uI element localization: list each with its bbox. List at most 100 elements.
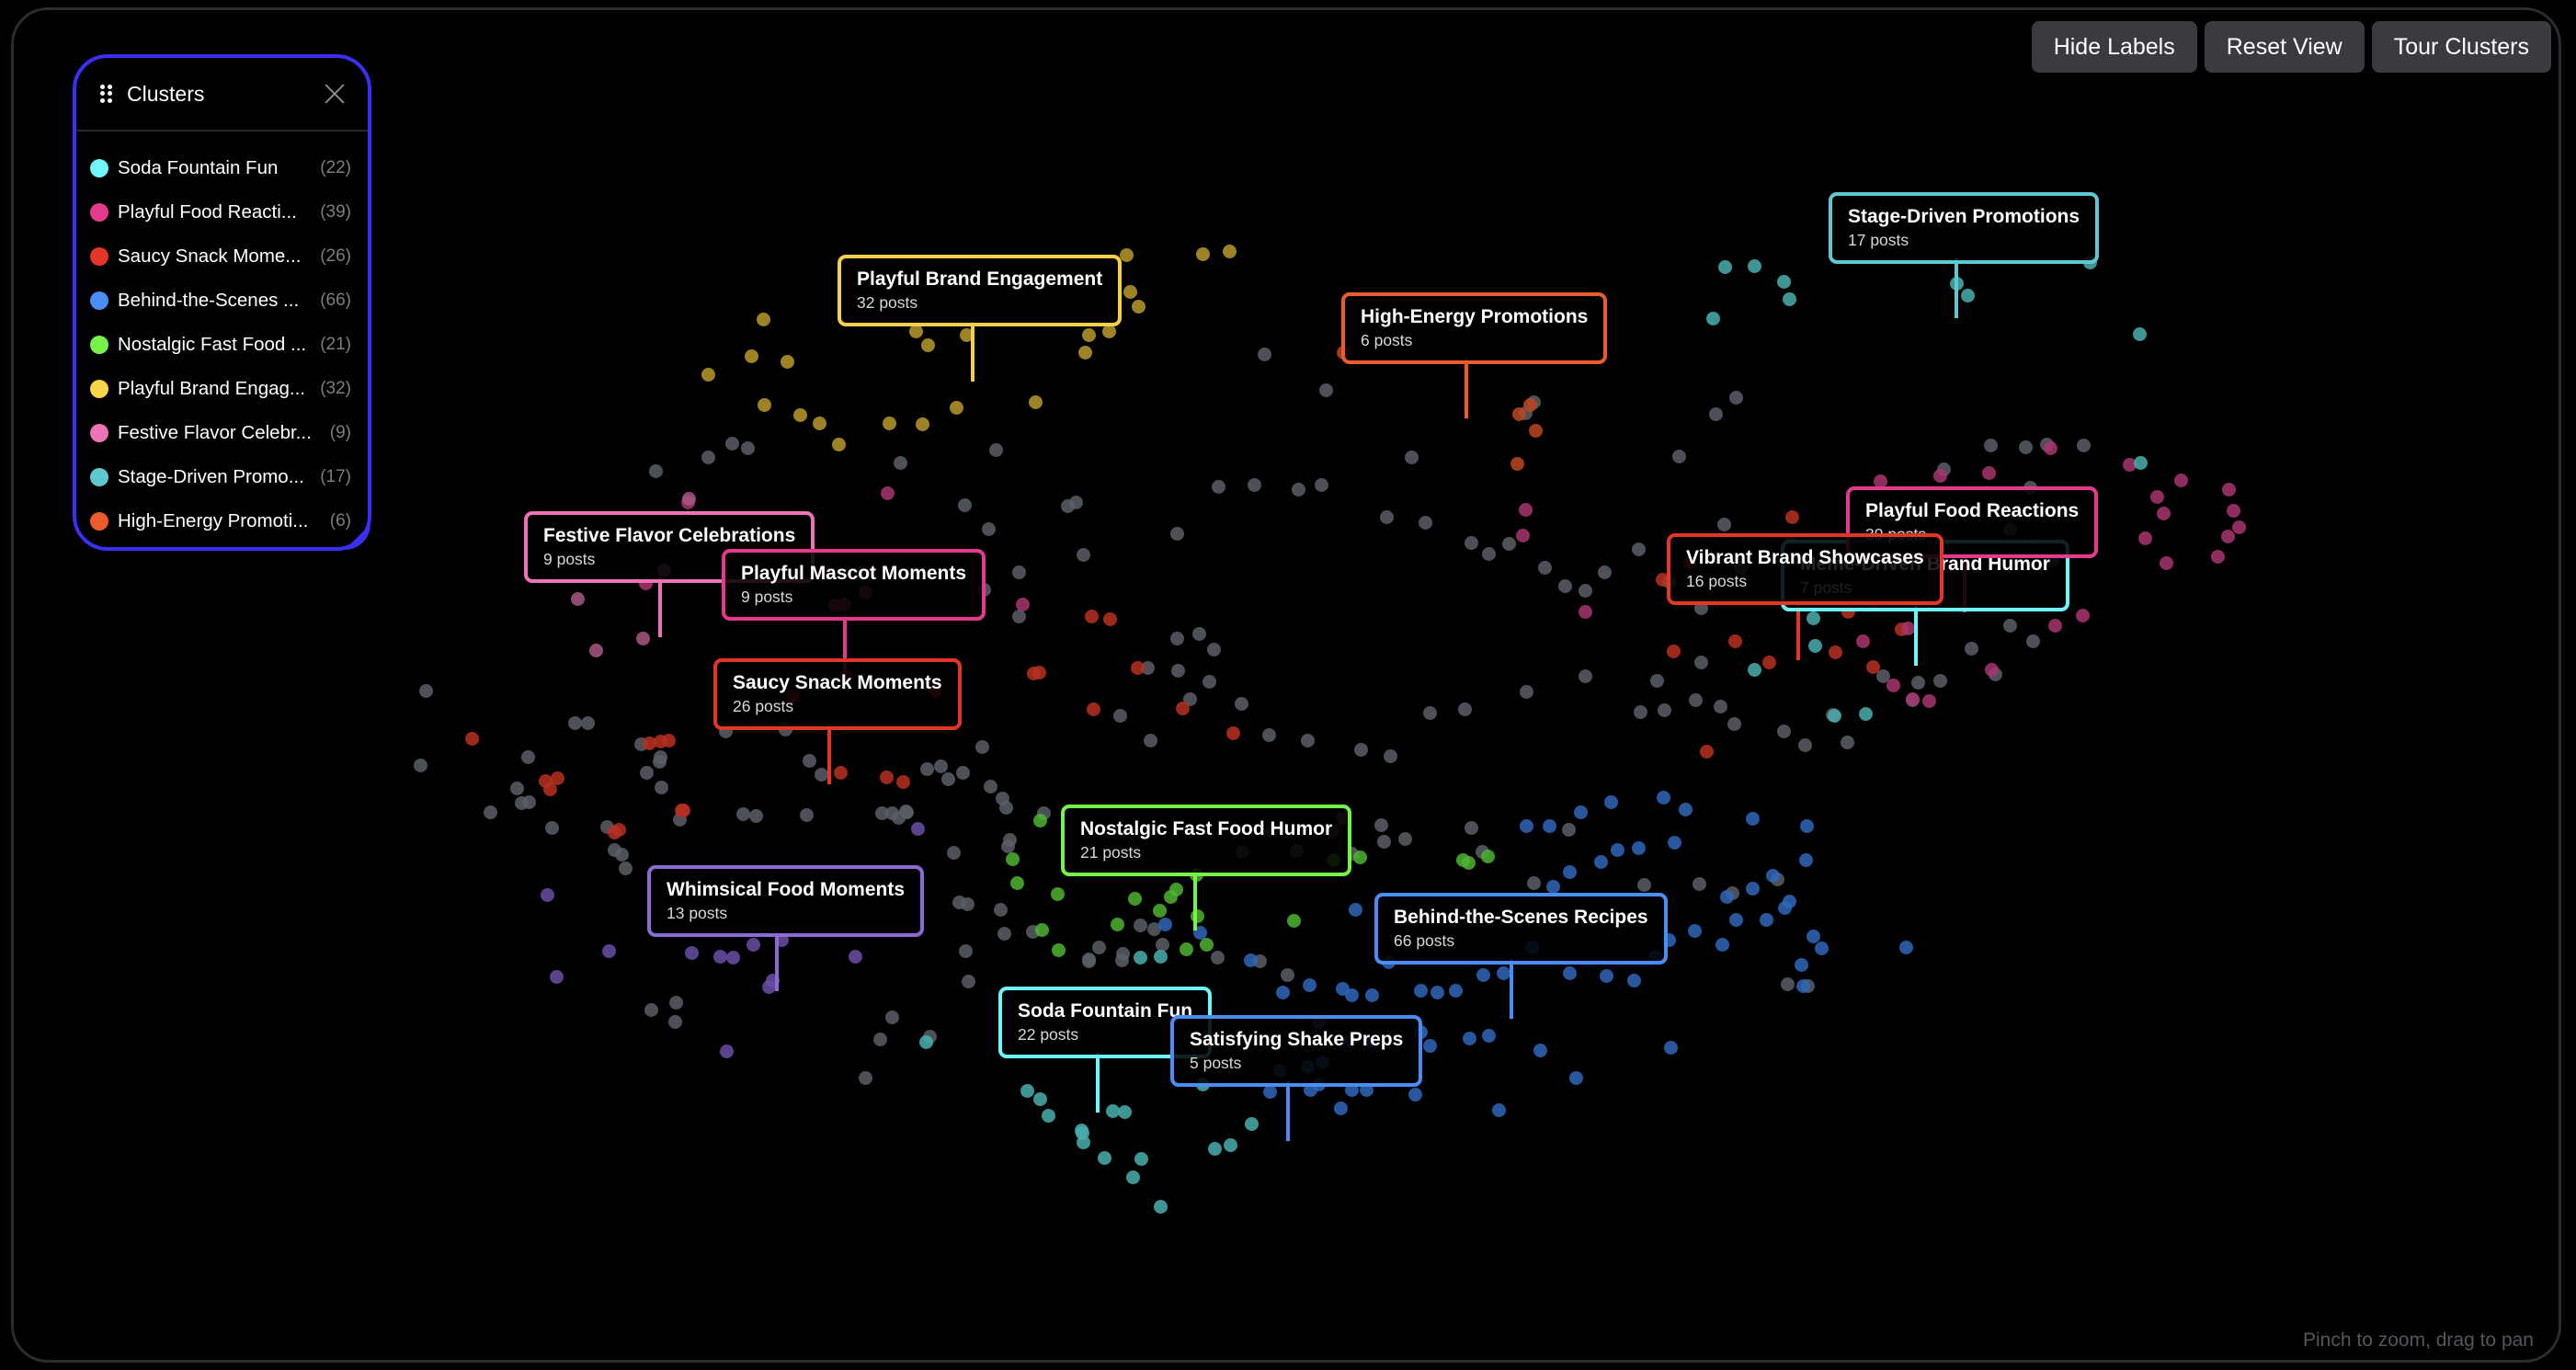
data-point[interactable]	[1157, 917, 1172, 931]
data-point[interactable]	[1610, 842, 1624, 857]
data-point[interactable]	[1522, 397, 1537, 412]
data-point[interactable]	[1715, 937, 1729, 952]
data-point[interactable]	[667, 1014, 682, 1029]
data-point[interactable]	[983, 779, 997, 793]
data-point[interactable]	[2075, 608, 2090, 622]
data-point[interactable]	[725, 950, 740, 965]
data-point[interactable]	[1207, 1141, 1222, 1156]
close-icon[interactable]	[324, 83, 346, 105]
data-point[interactable]	[1747, 258, 1761, 273]
data-point[interactable]	[2002, 618, 2017, 633]
data-point[interactable]	[644, 1002, 658, 1017]
data-point[interactable]	[884, 805, 899, 820]
data-point[interactable]	[1981, 465, 1996, 480]
data-point[interactable]	[1814, 941, 1829, 955]
data-point[interactable]	[1562, 965, 1577, 980]
data-point[interactable]	[955, 765, 970, 780]
data-point[interactable]	[993, 902, 1008, 917]
data-point[interactable]	[580, 715, 595, 730]
data-point[interactable]	[719, 1044, 734, 1058]
data-point[interactable]	[1984, 662, 1999, 677]
data-point[interactable]	[1461, 855, 1476, 870]
data-point[interactable]	[567, 715, 582, 730]
data-point[interactable]	[540, 887, 554, 902]
data-point[interactable]	[1130, 660, 1145, 675]
cluster-legend-item[interactable]: Behind-the-Scenes ...(66)	[76, 279, 368, 323]
data-point[interactable]	[735, 806, 750, 821]
data-point[interactable]	[908, 324, 923, 338]
data-point[interactable]	[1747, 662, 1761, 677]
data-point[interactable]	[1101, 324, 1116, 338]
data-point[interactable]	[1542, 818, 1556, 833]
data-point[interactable]	[1247, 477, 1261, 492]
data-point[interactable]	[1649, 673, 1664, 688]
data-point[interactable]	[418, 683, 433, 698]
data-point[interactable]	[701, 367, 715, 382]
data-point[interactable]	[1631, 840, 1646, 855]
data-point[interactable]	[618, 861, 633, 875]
data-point[interactable]	[998, 800, 1013, 815]
data-point[interactable]	[1631, 542, 1646, 556]
data-point[interactable]	[1119, 247, 1134, 262]
tour-clusters-button[interactable]: Tour Clusters	[2371, 21, 2551, 73]
data-point[interactable]	[483, 805, 497, 819]
data-point[interactable]	[1900, 621, 1915, 635]
data-point[interactable]	[1657, 702, 1671, 717]
data-point[interactable]	[744, 348, 758, 363]
data-point[interactable]	[1028, 394, 1043, 409]
data-point[interactable]	[946, 845, 961, 860]
data-point[interactable]	[1782, 894, 1796, 908]
data-point[interactable]	[654, 780, 668, 794]
data-point[interactable]	[1379, 509, 1394, 524]
data-point[interactable]	[701, 450, 715, 464]
data-point[interactable]	[1491, 1102, 1506, 1117]
data-point[interactable]	[635, 631, 650, 645]
data-point[interactable]	[1353, 742, 1368, 757]
data-point[interactable]	[1041, 1108, 1055, 1123]
data-point[interactable]	[2220, 529, 2235, 543]
data-point[interactable]	[1291, 482, 1305, 497]
data-point[interactable]	[2221, 482, 2236, 497]
data-point[interactable]	[1663, 1040, 1678, 1055]
data-point[interactable]	[601, 943, 616, 958]
data-point[interactable]	[949, 400, 963, 415]
data-point[interactable]	[639, 765, 654, 780]
data-point[interactable]	[570, 591, 585, 606]
data-point[interactable]	[1886, 678, 1900, 692]
data-point[interactable]	[1515, 528, 1530, 542]
data-point[interactable]	[1597, 565, 1612, 579]
data-point[interactable]	[1125, 1170, 1140, 1184]
data-point[interactable]	[1169, 631, 1184, 645]
data-point[interactable]	[1131, 299, 1146, 314]
drag-handle-icon[interactable]	[100, 85, 112, 103]
data-point[interactable]	[1511, 406, 1526, 421]
data-point[interactable]	[1799, 818, 1814, 833]
data-point[interactable]	[1352, 850, 1367, 864]
data-point[interactable]	[2043, 440, 2057, 455]
data-point[interactable]	[1745, 881, 1760, 896]
data-point[interactable]	[2231, 519, 2246, 534]
data-point[interactable]	[1795, 978, 1810, 993]
data-point[interactable]	[1562, 864, 1577, 879]
data-point[interactable]	[1699, 744, 1714, 759]
data-point[interactable]	[1692, 876, 1706, 891]
data-point[interactable]	[724, 436, 739, 451]
data-point[interactable]	[1234, 696, 1248, 711]
data-point[interactable]	[1032, 1091, 1047, 1106]
data-point[interactable]	[1300, 733, 1315, 748]
data-point[interactable]	[1133, 950, 1147, 965]
data-point[interactable]	[1000, 839, 1015, 853]
data-point[interactable]	[959, 327, 974, 342]
data-point[interactable]	[1496, 965, 1510, 980]
data-point[interactable]	[1086, 702, 1100, 716]
data-point[interactable]	[1578, 583, 1592, 598]
data-point[interactable]	[1105, 1103, 1120, 1118]
data-point[interactable]	[668, 995, 683, 1010]
data-point[interactable]	[1005, 851, 1020, 866]
data-point[interactable]	[961, 974, 975, 988]
